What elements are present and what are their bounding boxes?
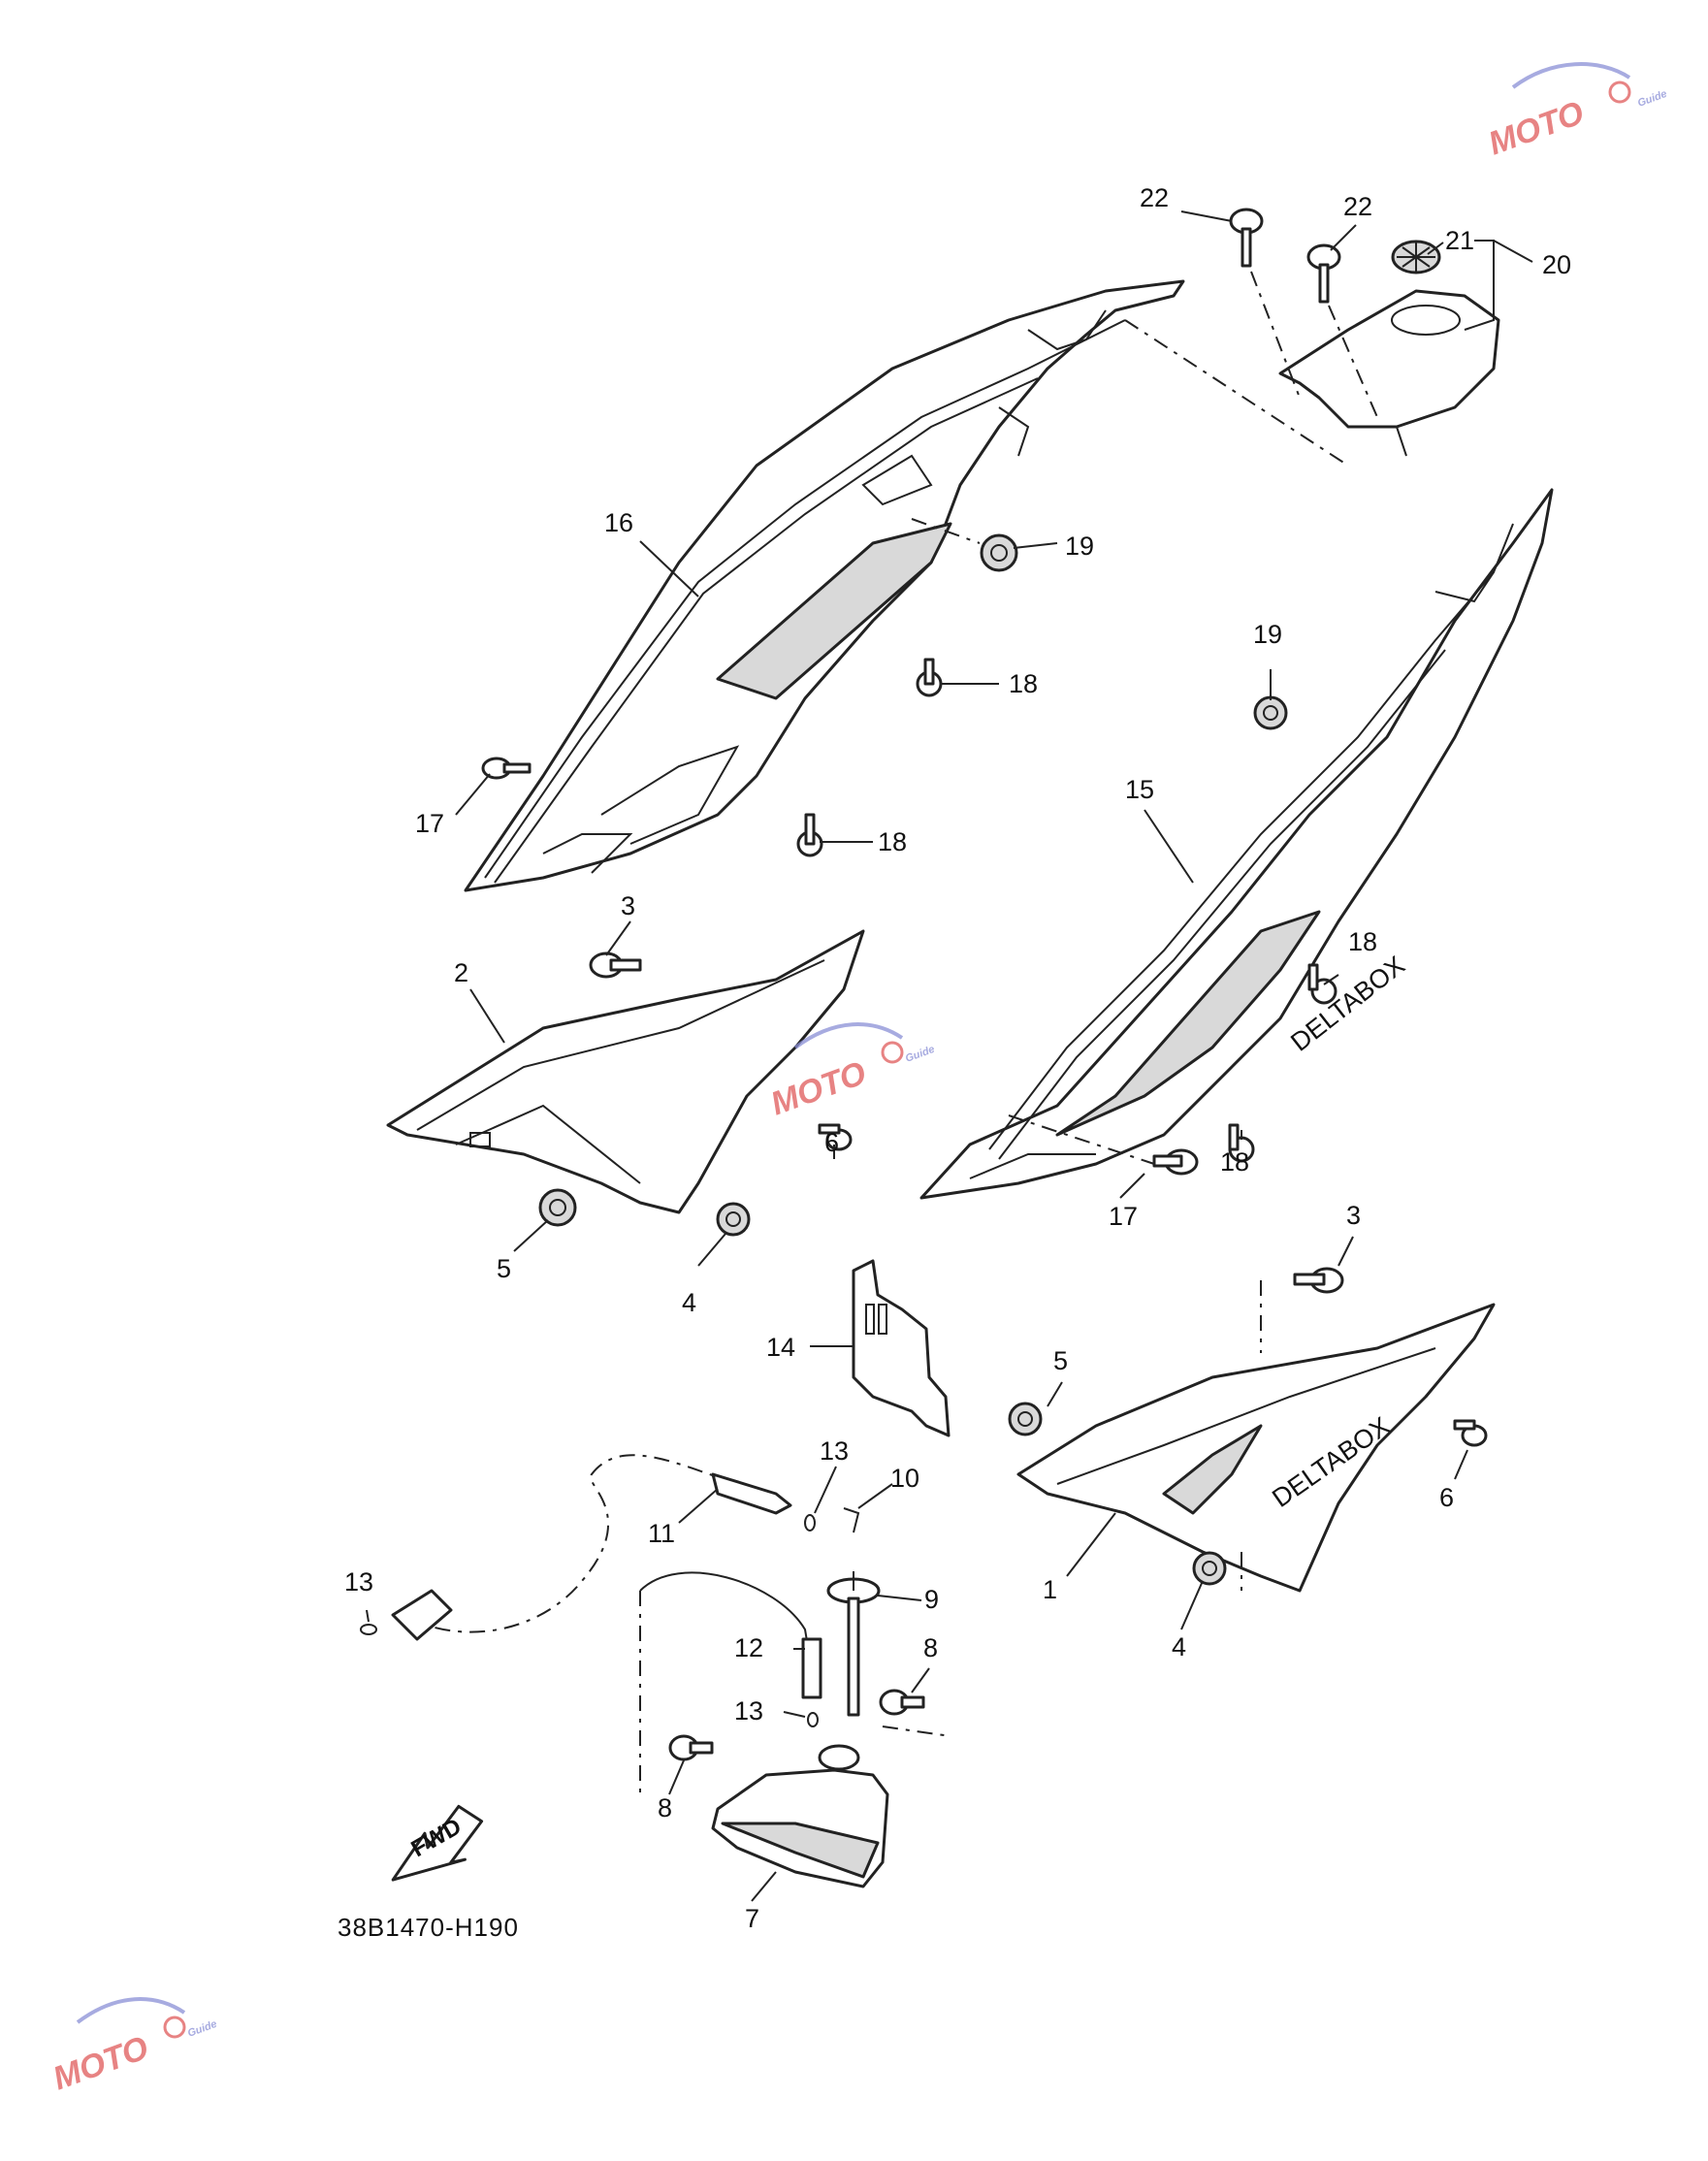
callout-3: 3: [621, 891, 635, 920]
grommet-19-b: [1253, 695, 1288, 730]
hose-12: [639, 1571, 822, 1794]
diagram-code: 38B1470-H190: [338, 1913, 519, 1942]
clamp-13-b: [360, 1624, 377, 1635]
callout-7: 7: [745, 1904, 759, 1933]
part-14-bracket: [852, 1259, 951, 1437]
callout-11: 11: [648, 1519, 675, 1548]
fwd-arrow: FWD: [391, 1804, 484, 1882]
grommet-19-a: [980, 533, 1018, 572]
screw-18-b: [796, 813, 823, 857]
screw-6-b: [1453, 1419, 1488, 1447]
part-9-cap: [826, 1571, 881, 1717]
watermark-subtext-middle: Guide: [904, 1044, 936, 1065]
bolt-8-a: [879, 1689, 925, 1716]
callout-12: 12: [734, 1633, 763, 1662]
callout-labels: 22 22 21 20 16 19 18 18 17 19 15 18 18 1…: [344, 183, 1571, 1933]
callout-6: 6: [1439, 1483, 1454, 1512]
callout-13: 13: [820, 1436, 849, 1466]
bolt-22-b: [1306, 243, 1341, 304]
hose-11: [391, 1454, 792, 1641]
assembly-lines: [882, 271, 1378, 1737]
grommet-5-a: [538, 1188, 577, 1227]
callout-21: 21: [1445, 226, 1474, 255]
callout-5: 5: [1053, 1346, 1068, 1375]
part-7-reservoir-tank: [711, 1744, 889, 1888]
callout-9: 9: [924, 1585, 939, 1614]
bolt-22-a: [1229, 208, 1264, 268]
clamp-13-c: [807, 1712, 819, 1727]
watermark-logo-bottom: MOTO Guide: [48, 1997, 218, 2098]
callout-14: 14: [766, 1333, 795, 1362]
part-20-tail-cover: [1278, 289, 1500, 457]
watermark-text-top: MOTO: [1484, 94, 1589, 162]
callout-17: 17: [1109, 1202, 1138, 1231]
callout-18: 18: [1220, 1147, 1249, 1177]
clamp-13-a: [804, 1514, 816, 1532]
callout-16: 16: [604, 508, 633, 537]
bolt-8-b: [668, 1734, 714, 1761]
part-16-left-side-cover: [464, 279, 1185, 892]
callout-22: 22: [1343, 192, 1372, 221]
bolt-3-a: [589, 951, 642, 979]
callout-5: 5: [497, 1254, 511, 1283]
callout-3: 3: [1346, 1201, 1361, 1230]
callout-6: 6: [824, 1128, 839, 1157]
grommet-4-a: [716, 1202, 751, 1237]
watermark-subtext-top: Guide: [1636, 88, 1668, 110]
callout-19: 19: [1253, 620, 1282, 649]
callout-18: 18: [878, 827, 907, 856]
part-15-right-side-cover: DELTABOX: [919, 488, 1554, 1200]
callout-18: 18: [1348, 927, 1377, 956]
callout-10: 10: [890, 1464, 919, 1493]
watermark-subtext-bottom: Guide: [186, 2018, 218, 2040]
callout-15: 15: [1125, 775, 1154, 804]
callout-13: 13: [734, 1696, 763, 1726]
fastener-group: [360, 208, 1488, 1761]
callout-1: 1: [1043, 1575, 1057, 1604]
callout-4: 4: [682, 1288, 696, 1317]
screw-18-a: [916, 658, 943, 697]
callout-2: 2: [454, 958, 468, 987]
callout-18: 18: [1009, 669, 1038, 698]
screw-18-c: [1307, 963, 1337, 1005]
watermark-text-middle: MOTO: [766, 1054, 871, 1122]
callout-4: 4: [1172, 1632, 1186, 1661]
callout-17: 17: [415, 809, 444, 838]
callout-20: 20: [1542, 250, 1571, 279]
screw-18-d: [1228, 1123, 1255, 1163]
watermark-logo-top: MOTO Guide: [1484, 62, 1668, 163]
grommet-4-b: [1192, 1551, 1227, 1586]
bolt-17-a: [481, 757, 532, 780]
leader-lines: [366, 210, 1533, 1902]
clip-21: [1391, 240, 1441, 274]
callout-22: 22: [1140, 183, 1169, 212]
callout-8: 8: [923, 1633, 938, 1662]
grommet-5-b: [1008, 1402, 1043, 1436]
callout-19: 19: [1065, 532, 1094, 561]
bolt-3-b: [1293, 1267, 1344, 1294]
callout-13: 13: [344, 1567, 373, 1597]
callout-8: 8: [658, 1793, 672, 1822]
part-2-left-panel: [386, 929, 865, 1214]
bolt-17-b: [1152, 1148, 1199, 1176]
watermark-text-bottom: MOTO: [48, 2029, 153, 2097]
elbow-10: [843, 1507, 860, 1533]
